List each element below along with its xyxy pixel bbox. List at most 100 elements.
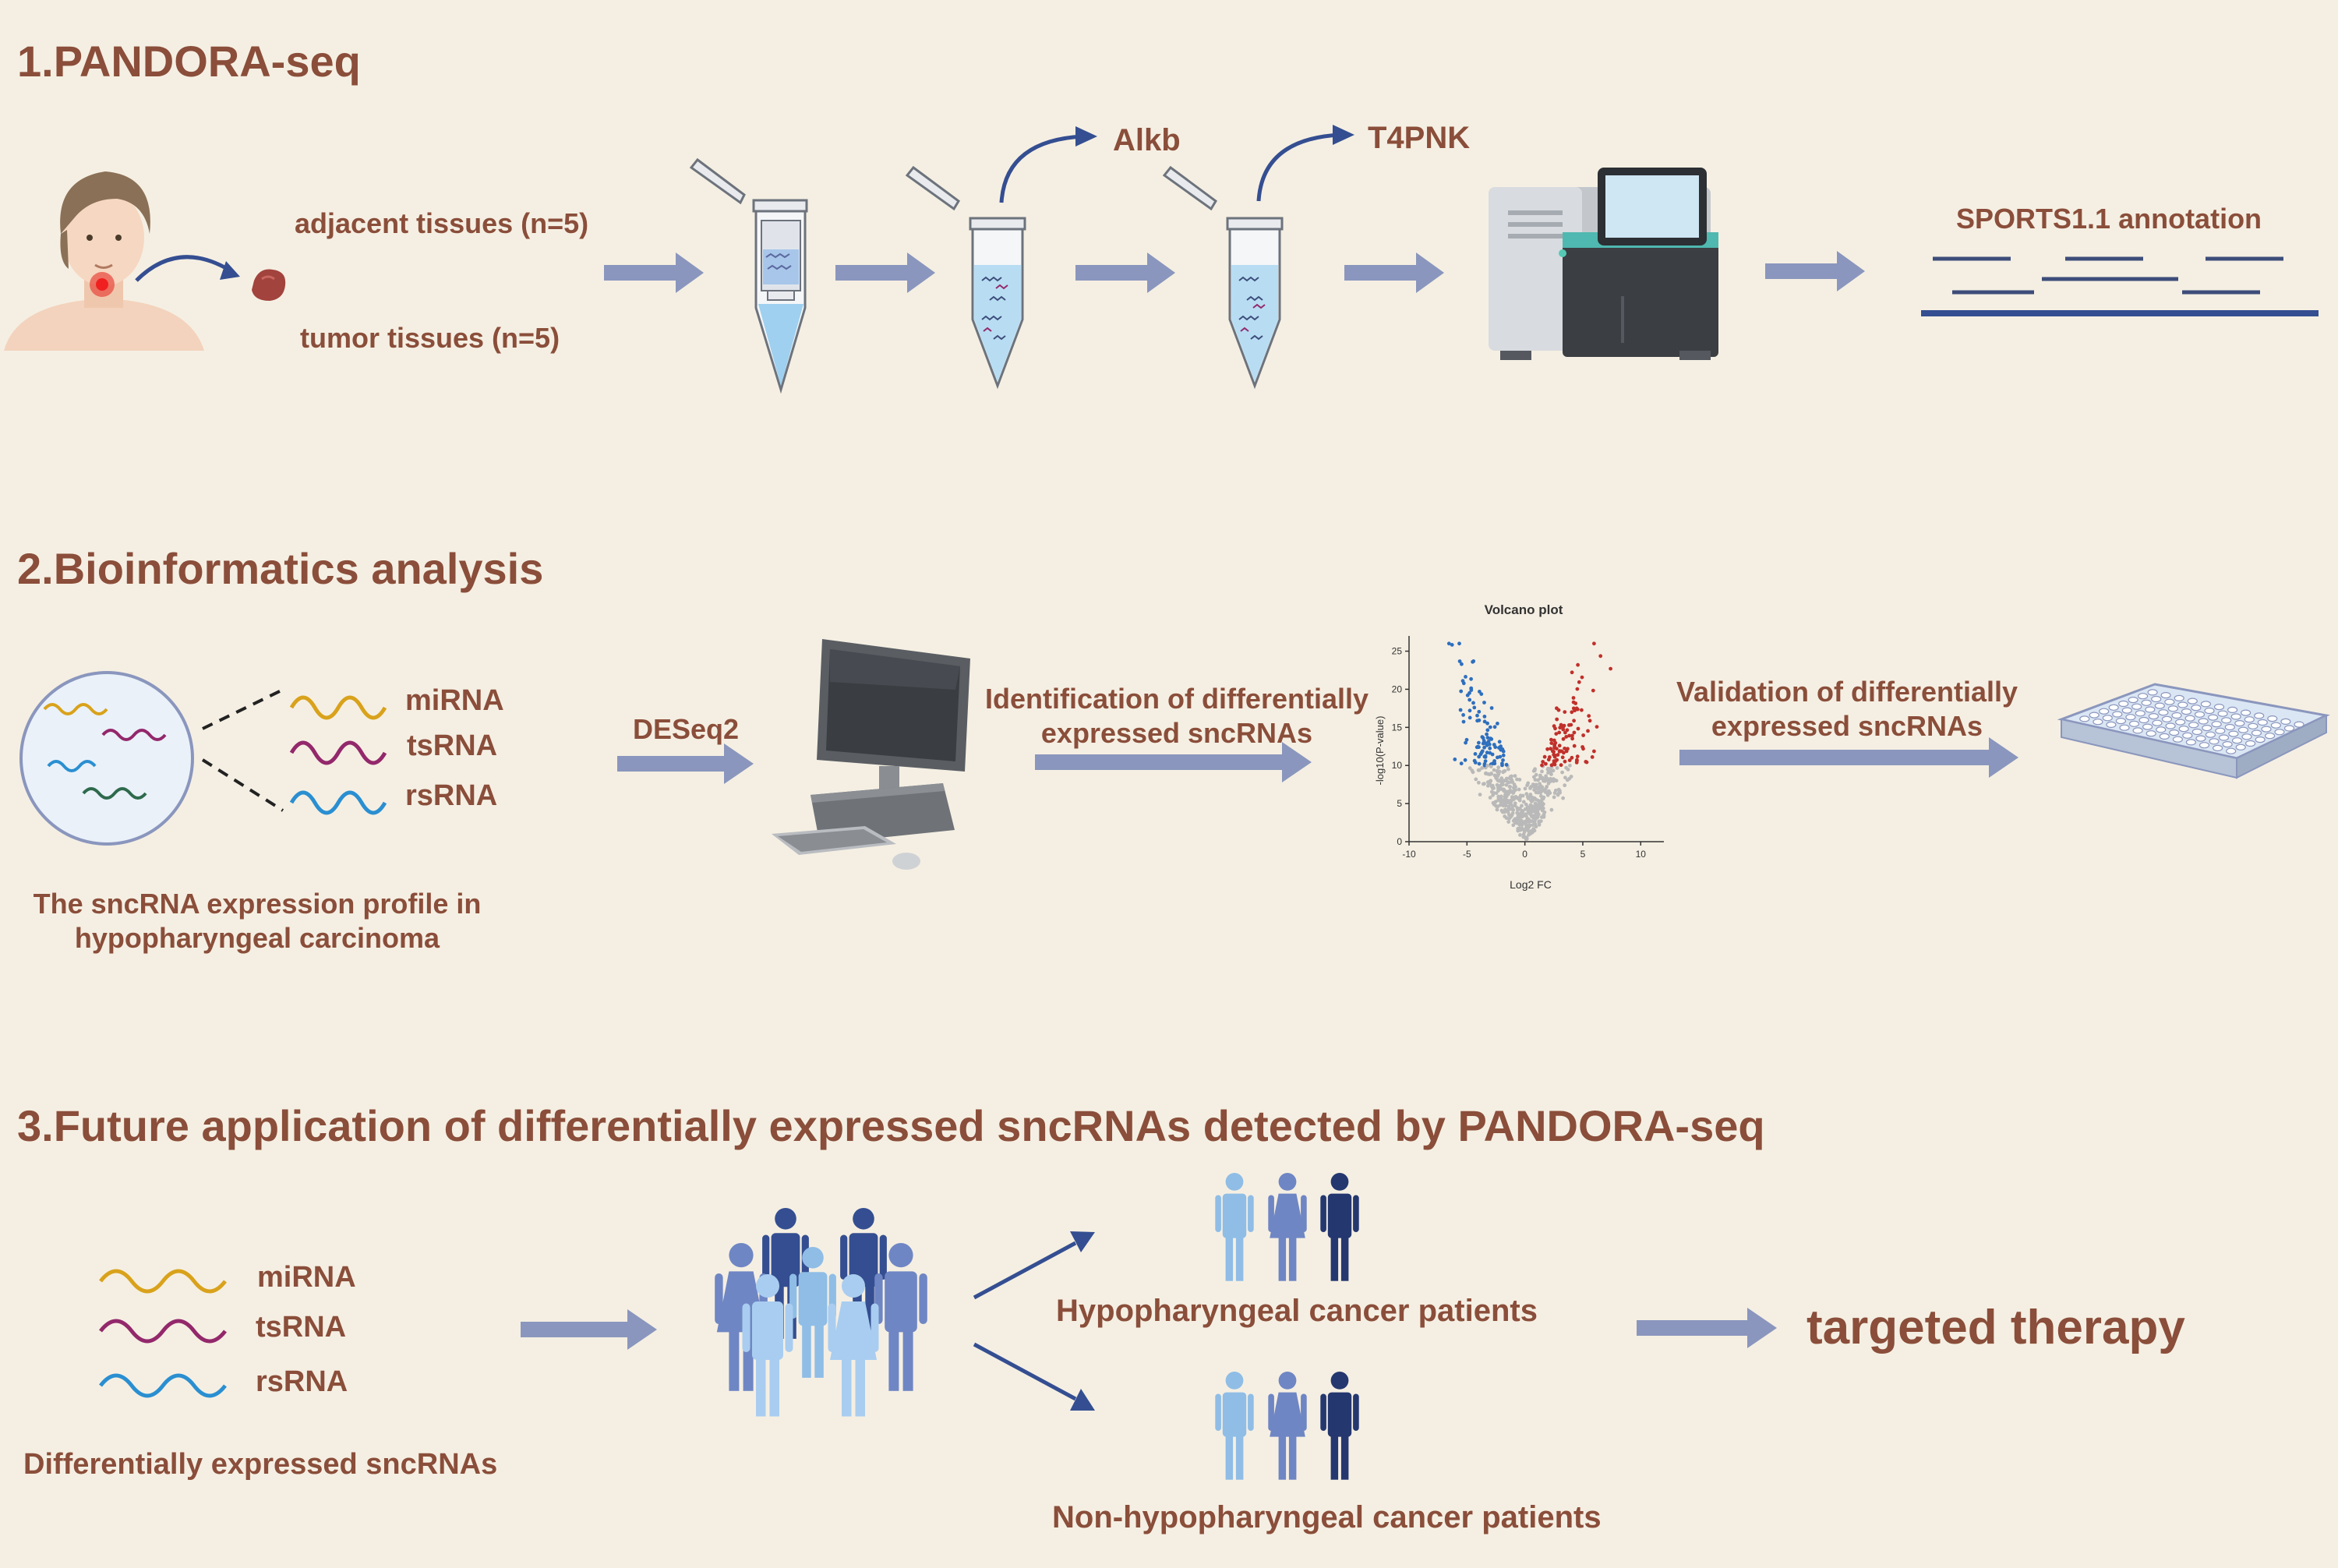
volcano-point bbox=[1571, 706, 1576, 711]
plate-well bbox=[2211, 721, 2222, 728]
plate-well bbox=[2184, 715, 2195, 722]
volcano-point bbox=[1481, 736, 1485, 740]
volcano-point bbox=[1467, 708, 1472, 713]
volcano-point bbox=[1580, 675, 1584, 680]
volcano-point bbox=[1464, 737, 1469, 742]
rsrna-wave-icon bbox=[289, 790, 387, 815]
volcano-point bbox=[1560, 770, 1564, 775]
plate-well bbox=[2294, 721, 2304, 728]
plate-well bbox=[2181, 708, 2192, 715]
volcano-y-tick-label: 0 bbox=[1397, 836, 1402, 847]
volcano-point bbox=[1534, 790, 1538, 795]
volcano-point bbox=[1474, 777, 1478, 782]
profile-caption: The sncRNA expression profile in hypopha… bbox=[23, 887, 491, 955]
volcano-point bbox=[1482, 782, 1485, 786]
person-figure-icon bbox=[828, 1274, 879, 1417]
volcano-point bbox=[1592, 749, 1596, 754]
volcano-point bbox=[1496, 755, 1499, 760]
volcano-point bbox=[1511, 823, 1516, 828]
plate-well bbox=[2156, 726, 2167, 733]
volcano-point bbox=[1549, 807, 1554, 812]
volcano-point bbox=[1520, 819, 1524, 823]
volcano-point bbox=[1554, 779, 1559, 783]
volcano-point bbox=[1587, 714, 1591, 718]
volcano-point bbox=[1572, 730, 1577, 735]
volcano-point bbox=[1488, 746, 1492, 750]
arrow-deseq bbox=[617, 743, 754, 784]
volcano-point bbox=[1486, 783, 1490, 788]
section-1-title: 1.PANDORA-seq bbox=[17, 37, 361, 86]
t4pnk-label: T4PNK bbox=[1368, 121, 1471, 155]
volcano-point bbox=[1508, 785, 1512, 789]
plate-well bbox=[2267, 715, 2278, 722]
volcano-point bbox=[1477, 761, 1482, 766]
volcano-point bbox=[1570, 755, 1574, 760]
future-rsrna-wave-icon bbox=[99, 1373, 227, 1398]
volcano-point bbox=[1531, 768, 1536, 773]
volcano-point bbox=[1559, 749, 1564, 754]
volcano-point bbox=[1540, 775, 1545, 780]
volcano-point bbox=[1531, 827, 1535, 831]
plate-well bbox=[2270, 722, 2281, 729]
volcano-point bbox=[1482, 761, 1487, 766]
plate-well bbox=[2222, 740, 2233, 748]
volcano-point bbox=[1478, 793, 1482, 796]
plate-well bbox=[2224, 723, 2235, 731]
diff-expressed-label: Differentially expressed sncRNAs bbox=[23, 1448, 498, 1481]
volcano-point bbox=[1595, 725, 1599, 729]
volcano-point bbox=[1538, 773, 1542, 778]
volcano-point bbox=[1492, 786, 1496, 790]
plate-well bbox=[2237, 726, 2248, 733]
plate-well bbox=[2248, 722, 2259, 729]
volcano-point bbox=[1469, 688, 1474, 692]
volcano-point bbox=[1461, 719, 1466, 724]
plate-well bbox=[2213, 703, 2225, 711]
person-figure-icon bbox=[874, 1243, 927, 1391]
plate-well bbox=[2257, 719, 2268, 726]
volcano-point bbox=[1565, 728, 1570, 733]
volcano-x-tick-label: -10 bbox=[1402, 849, 1416, 860]
volcano-point bbox=[1561, 796, 1565, 800]
volcano-point bbox=[1485, 721, 1489, 726]
volcano-point bbox=[1498, 787, 1502, 791]
plate-well bbox=[2119, 724, 2130, 731]
volcano-point bbox=[1504, 782, 1509, 787]
volcano-point bbox=[1512, 797, 1516, 801]
volcano-point bbox=[1586, 729, 1590, 733]
volcano-point bbox=[1501, 753, 1506, 758]
volcano-point bbox=[1534, 803, 1538, 808]
volcano-point bbox=[1564, 765, 1568, 770]
plate-well bbox=[2231, 737, 2243, 744]
volcano-point bbox=[1549, 747, 1553, 751]
volcano-point bbox=[1532, 796, 1537, 800]
volcano-point bbox=[1538, 784, 1543, 788]
identification-line-1: Identification of differentially bbox=[984, 683, 1369, 715]
volcano-point bbox=[1495, 807, 1499, 812]
volcano-point bbox=[1545, 747, 1549, 751]
volcano-point bbox=[1567, 733, 1571, 738]
plate-well bbox=[2141, 699, 2152, 706]
volcano-point bbox=[1528, 803, 1533, 807]
plate-well bbox=[2241, 709, 2251, 716]
profile-caption-line-1: The sncRNA expression profile in bbox=[33, 888, 482, 920]
volcano-point bbox=[1502, 769, 1506, 774]
volcano-point bbox=[1524, 835, 1529, 840]
plate-well bbox=[2198, 718, 2209, 725]
volcano-point bbox=[1517, 787, 1521, 792]
volcano-point bbox=[1489, 706, 1494, 710]
section-3-title: 3.Future application of differentially e… bbox=[17, 1101, 1765, 1150]
volcano-point bbox=[1581, 733, 1585, 737]
hypopharyngeal-patients-label: Hypopharyngeal cancer patients bbox=[1056, 1294, 1538, 1328]
identification-line-2: expressed sncRNAs bbox=[1040, 717, 1313, 749]
identification-label: Identification of differentially express… bbox=[978, 682, 1376, 750]
volcano-point bbox=[1534, 782, 1538, 787]
volcano-point bbox=[1471, 659, 1476, 663]
plate-well bbox=[2191, 705, 2202, 712]
plate-well bbox=[2200, 701, 2211, 708]
volcano-y-tick-label: 20 bbox=[1392, 683, 1403, 694]
plate-well bbox=[2151, 695, 2162, 703]
volcano-point bbox=[1498, 779, 1503, 782]
volcano-point bbox=[1564, 749, 1569, 754]
volcano-point bbox=[1457, 659, 1462, 663]
plate-well bbox=[2185, 739, 2196, 746]
